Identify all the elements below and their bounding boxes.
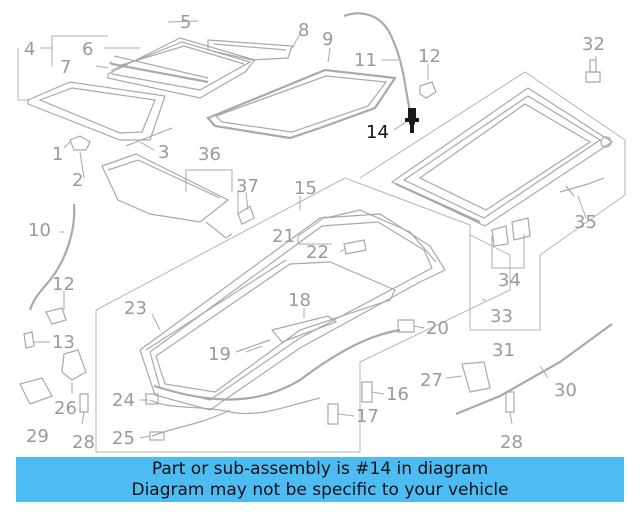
callout-29: 29 xyxy=(26,426,49,447)
highlighted-part-14-icon xyxy=(405,108,419,133)
callout-28-right: 28 xyxy=(500,432,523,453)
callout-35: 35 xyxy=(574,212,597,233)
callout-12-left: 12 xyxy=(52,274,75,295)
callout-5: 5 xyxy=(180,12,191,33)
callout-25: 25 xyxy=(112,428,135,449)
clip-part-12-top xyxy=(419,81,437,99)
callout-34: 34 xyxy=(498,270,521,291)
callout-28-left: 28 xyxy=(72,432,95,453)
callout-9: 9 xyxy=(322,29,333,50)
bolt-parts-28 xyxy=(79,391,515,413)
callout-26: 26 xyxy=(54,398,77,419)
guide-rails xyxy=(145,259,401,401)
drip-molding-part-30 xyxy=(455,323,613,416)
drain-hose-part xyxy=(343,12,412,113)
callout-4: 4 xyxy=(24,39,35,60)
callout-27: 27 xyxy=(420,370,443,391)
callout-30: 30 xyxy=(554,380,577,401)
banner-line-disclaimer: Diagram may not be specific to your vehi… xyxy=(131,480,509,500)
callout-22: 22 xyxy=(306,242,329,263)
callout-16: 16 xyxy=(386,384,409,405)
motor-parts xyxy=(19,349,87,405)
callout-23: 23 xyxy=(124,298,147,319)
fastener-parts xyxy=(327,239,491,425)
callout-24: 24 xyxy=(112,390,135,411)
info-banner: Part or sub-assembly is #14 in diagram D… xyxy=(16,457,624,502)
callout-3: 3 xyxy=(158,142,169,163)
callout-36: 36 xyxy=(198,144,221,165)
callout-6: 6 xyxy=(82,39,93,60)
callout-12-top: 12 xyxy=(418,46,441,67)
weatherstrip-part xyxy=(206,68,397,140)
callout-18: 18 xyxy=(288,290,311,311)
callout-17: 17 xyxy=(356,406,379,427)
callout-19: 19 xyxy=(208,344,231,365)
callout-10: 10 xyxy=(28,220,51,241)
assembly-frames xyxy=(17,48,626,453)
callout-11: 11 xyxy=(354,50,377,71)
callout-labels: 1 2 3 4 5 6 7 8 9 10 11 12 12 13 14 15 1… xyxy=(24,12,605,453)
callout-21: 21 xyxy=(272,226,295,247)
wind-deflector-part xyxy=(207,39,293,61)
callout-8: 8 xyxy=(298,20,309,41)
callout-33: 33 xyxy=(490,306,513,327)
banner-line-part-number: Part or sub-assembly is #14 in diagram xyxy=(151,459,489,479)
left-trim-parts xyxy=(69,127,255,239)
callout-15: 15 xyxy=(294,178,317,199)
callout-13: 13 xyxy=(52,332,75,353)
left-drain-and-clips xyxy=(23,203,76,349)
bracket-part-35 xyxy=(559,177,605,197)
callout-1: 1 xyxy=(52,144,63,165)
callout-14-highlighted: 14 xyxy=(366,122,389,143)
callout-31: 31 xyxy=(492,340,515,361)
glass-panel-group xyxy=(27,37,257,141)
callout-32: 32 xyxy=(582,34,605,55)
leader-lines xyxy=(34,20,597,439)
callout-7: 7 xyxy=(60,57,71,78)
callout-2: 2 xyxy=(72,170,83,191)
callout-37: 37 xyxy=(236,176,259,197)
callout-20: 20 xyxy=(426,318,449,339)
cable-harness xyxy=(145,393,321,441)
sunshade-assembly xyxy=(390,87,614,247)
bolt-part-32 xyxy=(585,59,601,83)
